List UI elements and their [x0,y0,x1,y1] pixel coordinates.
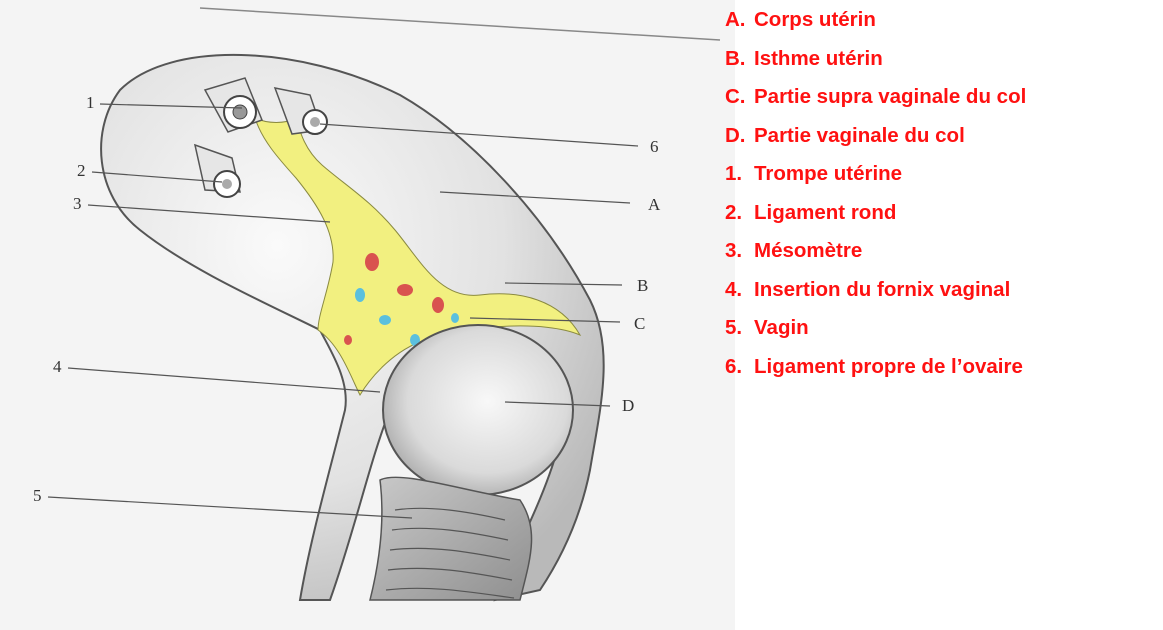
legend-text: Ligament propre de l’ovaire [754,355,1054,378]
legend-text: Partie supra vaginale du col [754,85,1114,108]
figure-label-C: C [634,314,645,333]
cervix-vaginal-part [383,325,573,495]
legend-key: 2. [725,201,754,224]
anatomical-illustration: 1 2 3 4 5 6 A B C D [0,0,735,630]
legend-item-isthme-uterin: B. Isthme utérin [725,47,1157,70]
legend-item-vagin: 5. Vagin [725,316,1157,339]
figure-label-6: 6 [650,137,659,156]
figure-label-B: B [637,276,648,295]
legend-text: Vagin [754,316,1157,339]
legend-key: D. [725,124,754,147]
legend-item-ligament-rond: 2. Ligament rond [725,201,1157,224]
legend-text: Corps utérin [754,8,1157,31]
legend-text: Insertion du fornix vaginal [754,278,1157,301]
legend-list: A. Corps utérin B. Isthme utérin C. Part… [725,8,1157,393]
legend-key: A. [725,8,754,31]
legend-key: 6. [725,355,754,378]
legend-text: Partie vaginale du col [754,124,1157,147]
legend-item-mesometre: 3. Mésomètre [725,239,1157,262]
legend-item-insertion-fornix: 4. Insertion du fornix vaginal [725,278,1157,301]
legend-text: Ligament rond [754,201,1157,224]
legend-text: Trompe utérine [754,162,1157,185]
figure-label-D: D [622,396,634,415]
legend-key: 3. [725,239,754,262]
legend-item-ligament-propre-ovaire: 6. Ligament propre de l’ovaire [725,355,1157,378]
figure-label-1: 1 [86,93,95,112]
legend-key: 1. [725,162,754,185]
legend-key: 5. [725,316,754,339]
legend-item-corps-uterin: A. Corps utérin [725,8,1157,31]
legend-text: Mésomètre [754,239,1157,262]
figure-label-5: 5 [33,486,42,505]
legend-key: 4. [725,278,754,301]
figure-label-A: A [648,195,661,214]
legend-item-partie-vaginale: D. Partie vaginale du col [725,124,1157,147]
top-rule-line [200,8,720,40]
legend-text: Isthme utérin [754,47,1157,70]
legend-item-trompe-uterine: 1. Trompe utérine [725,162,1157,185]
legend-key: C. [725,85,754,108]
figure-label-3: 3 [73,194,82,213]
legend-item-partie-supra-vaginale: C. Partie supra vaginale du col [725,85,1157,108]
vagina-tube [370,477,532,600]
legend-key: B. [725,47,754,70]
uterus-drawing: 1 2 3 4 5 6 A B C D [0,0,735,630]
figure-label-4: 4 [53,357,62,376]
figure-label-2: 2 [77,161,86,180]
